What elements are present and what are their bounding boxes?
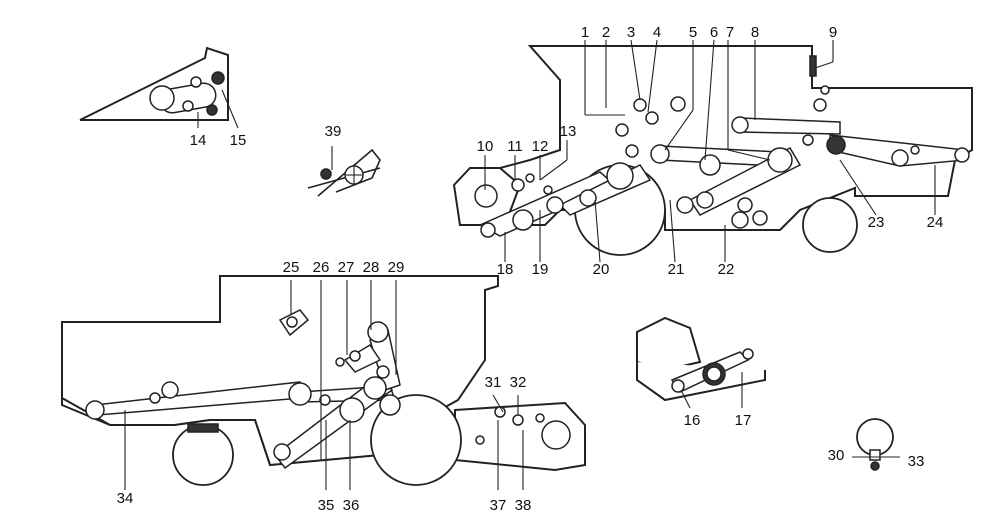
label-36: 36 (343, 497, 360, 514)
label-11: 11 (507, 138, 523, 155)
label-24: 24 (927, 214, 944, 231)
label-5: 5 (689, 24, 697, 41)
label-9: 9 (829, 24, 837, 41)
label-8: 8 (751, 24, 759, 41)
label-12: 12 (532, 138, 549, 155)
wheel-hub-detail (852, 418, 900, 471)
label-16: 16 (684, 412, 701, 429)
label-39: 39 (325, 123, 342, 140)
header-drive-detail (79, 46, 239, 129)
label-6: 6 (710, 24, 718, 41)
label-18: 18 (497, 261, 514, 278)
label-1: 1 (581, 24, 589, 41)
belt-tensioner-detail (636, 316, 766, 402)
label-25: 25 (283, 259, 300, 276)
label-19: 19 (532, 261, 549, 278)
label-28: 28 (363, 259, 380, 276)
label-31: 31 (485, 374, 502, 391)
label-38: 38 (515, 497, 532, 514)
label-14: 14 (190, 132, 207, 149)
label-30: 30 (828, 447, 845, 464)
leader-lines (124, 39, 936, 490)
label-32: 32 (510, 374, 527, 391)
label-27: 27 (338, 259, 355, 276)
label-7: 7 (726, 24, 734, 41)
label-35: 35 (318, 497, 335, 514)
label-13: 13 (560, 123, 577, 140)
label-29: 29 (388, 259, 405, 276)
label-4: 4 (653, 24, 661, 41)
combine-left-view (61, 275, 586, 486)
label-34: 34 (117, 490, 134, 507)
part-number-labels: 1 2 3 4 5 6 7 8 9 10 11 12 13 14 15 16 1… (117, 24, 944, 514)
sprocket-detail (307, 146, 381, 197)
label-26: 26 (313, 259, 330, 276)
label-17: 17 (735, 412, 752, 429)
label-10: 10 (477, 138, 494, 155)
label-33: 33 (908, 453, 925, 470)
label-20: 20 (593, 261, 610, 278)
label-2: 2 (602, 24, 610, 41)
label-37: 37 (490, 497, 507, 514)
label-23: 23 (868, 214, 885, 231)
label-15: 15 (230, 132, 247, 149)
label-22: 22 (718, 261, 735, 278)
label-3: 3 (627, 24, 635, 41)
label-21: 21 (668, 261, 685, 278)
